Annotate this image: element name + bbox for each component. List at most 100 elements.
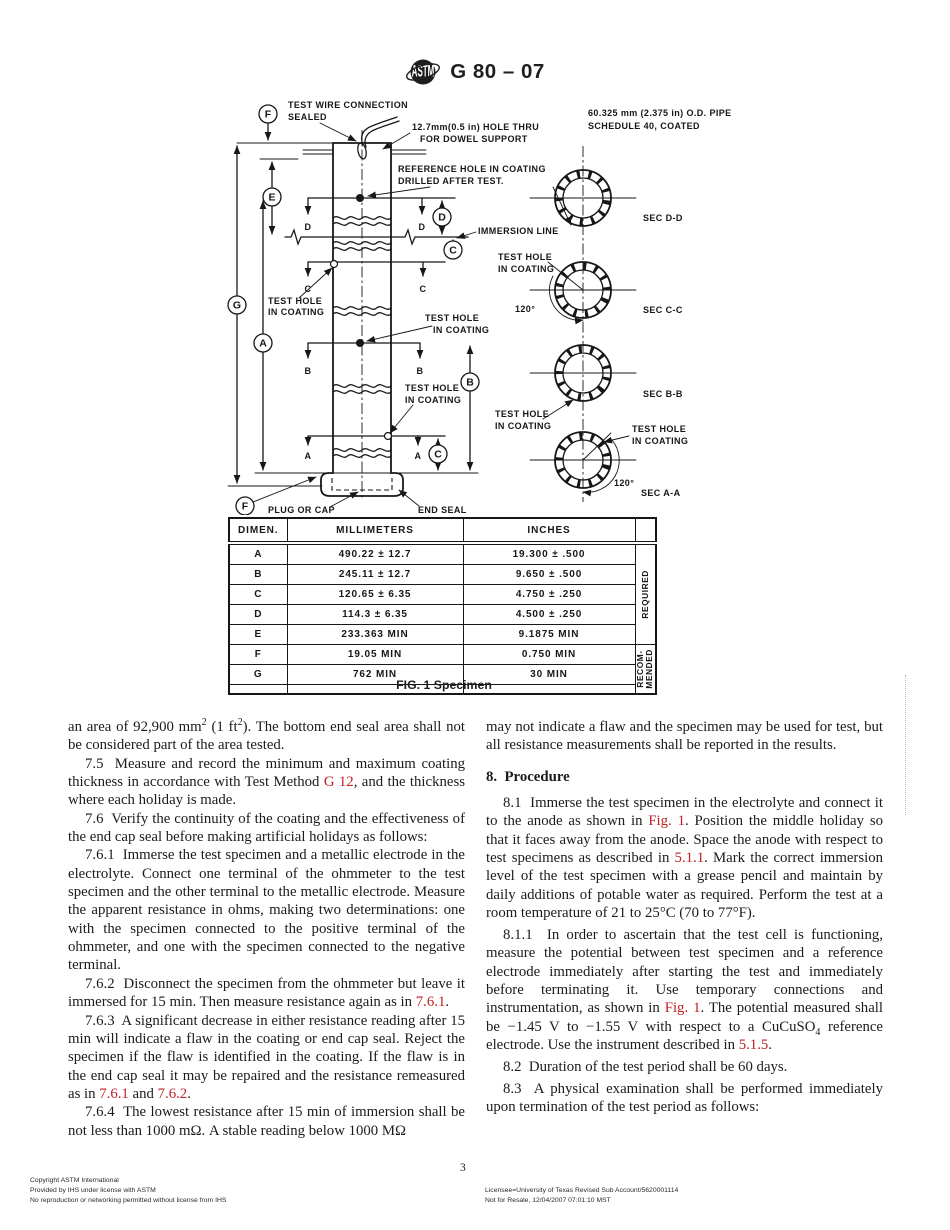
cross-reference-link[interactable]: 7.6.1	[415, 994, 446, 1011]
end-cap	[320, 472, 404, 497]
footer-line: Not for Resale, 12/04/2007 07:01:10 MST	[485, 1197, 611, 1204]
test-hole-middle-dot	[356, 339, 364, 347]
label-test-hole: IN COATING	[268, 307, 324, 317]
cut-letter-b: B	[305, 366, 312, 376]
footer-line: No reproduction or networking permitted …	[30, 1197, 227, 1204]
millimeters-cell: 114.3 ± 6.35	[286, 604, 464, 625]
millimeters-cell: 245.11 ± 12.7	[286, 564, 464, 585]
paragraph: 7.6.3 A significant decrease in either r…	[68, 1012, 465, 1104]
astm-logo-icon: ASTM	[406, 59, 441, 85]
footer-line: Provided by IHS under license with ASTM	[30, 1187, 156, 1194]
cross-reference-link[interactable]: 5.1.5	[738, 1037, 769, 1053]
inches-cell: 4.500 ± .250	[462, 604, 636, 625]
label-test-hole: TEST HOLE	[498, 252, 552, 262]
dim-letter-f: F	[265, 109, 272, 121]
side-label-required: REQUIRED	[634, 542, 657, 645]
text-run: 4	[815, 1026, 821, 1038]
test-wire	[357, 116, 400, 160]
text-run: . Mark the correct immersion level of th…	[486, 850, 883, 922]
label-angle-cc: 120°	[515, 304, 535, 314]
dimension-cell: A	[228, 542, 288, 565]
dimension-cell: D	[228, 604, 288, 625]
inches-cell: 9.650 ± .500	[462, 564, 636, 585]
table-spacer-row	[228, 684, 656, 695]
body-column-right: may not indicate a flaw and the specimen…	[486, 718, 883, 1116]
dimension-cell: F	[228, 644, 288, 665]
text-run: 8.1.1 In order to ascertain that the tes…	[486, 926, 883, 1017]
pipe-outline	[302, 116, 427, 500]
text-run: reference electrode. Use the instrument …	[486, 1018, 883, 1053]
page-number: 3	[460, 1162, 466, 1174]
dimension-cell: E	[228, 624, 288, 645]
inches-cell: 30 MIN	[462, 664, 636, 685]
change-bar	[905, 675, 906, 815]
text-run: , and the thickness where each holiday i…	[68, 774, 465, 809]
text-run: 2	[201, 717, 207, 729]
cut-letter-b: B	[417, 366, 424, 376]
cut-letter-a: A	[415, 451, 422, 461]
paragraph: 7.6.2 Disconnect the specimen from the o…	[68, 975, 465, 1012]
test-hole-upper	[329, 259, 339, 269]
text-run: 7.6.2 Disconnect the specimen from the o…	[68, 975, 465, 1011]
section-views	[529, 146, 637, 502]
cross-reference-link[interactable]: 7.6.2	[157, 1085, 188, 1102]
label-reference-hole: DRILLED AFTER TEST.	[398, 176, 504, 186]
cross-reference-link[interactable]: Fig. 1	[664, 1000, 701, 1017]
cross-reference-link[interactable]: G 12	[323, 774, 354, 791]
inches-cell: 4.750 ± .250	[462, 584, 636, 605]
footer-line: Copyright ASTM International	[30, 1177, 119, 1184]
text-run: and	[128, 1085, 158, 1102]
paragraph: 8.1 Immerse the test specimen in the ele…	[486, 794, 883, 922]
label-sec-bb: SEC B-B	[643, 389, 683, 399]
astm-logo-text: ASTM	[412, 61, 435, 80]
paragraph: may not indicate a flaw and the specimen…	[486, 718, 883, 755]
section-c-c	[529, 261, 637, 319]
dim-letter-a: A	[259, 338, 267, 350]
text-run: 7.6.4 The lowest resistance after 15 min…	[68, 1104, 465, 1139]
text-run: 8.2 Duration of the test period shall be…	[503, 1058, 788, 1075]
label-sec-dd: SEC D-D	[643, 213, 683, 223]
footer-copyright: Copyright ASTM International Provided by…	[30, 1176, 226, 1206]
paragraph: an area of 92,900 mm2 (1 ft2). The botto…	[68, 718, 465, 755]
label-od-pipe: 60.325 mm (2.375 in) O.D. PIPE	[588, 108, 732, 118]
test-hole-lower	[383, 431, 393, 441]
text-run: .	[768, 1037, 772, 1053]
label-immersion-line: IMMERSION LINE	[478, 226, 559, 236]
text-run: 7.6.3 A significant decrease in either r…	[68, 1012, 465, 1102]
cross-reference-link[interactable]: 5.1.1	[674, 850, 705, 867]
cross-reference-link[interactable]: 7.6.1	[99, 1085, 129, 1102]
label-test-hole: TEST HOLE	[268, 296, 322, 306]
label-plug-or-cap: PLUG OR CAP	[268, 505, 335, 515]
label-hole-thru: FOR DOWEL SUPPORT	[420, 134, 528, 144]
cut-letter-d: D	[305, 222, 312, 232]
text-run: an area of 92,900 mm	[68, 719, 202, 735]
cross-reference-link[interactable]: Fig. 1	[648, 813, 685, 830]
dim-letter-b: B	[466, 377, 474, 389]
inches-cell: 0.750 MIN	[462, 644, 636, 665]
cut-letter-a: A	[305, 451, 312, 461]
text-run: 8.3 A physical examination shall be perf…	[486, 1080, 883, 1116]
text-run: may not indicate a flaw and the specimen…	[486, 719, 883, 754]
section-d-d	[529, 169, 637, 227]
millimeters-cell: 19.05 MIN	[286, 644, 464, 665]
label-sec-cc: SEC C-C	[643, 305, 683, 315]
label-hole-thru: 12.7mm(0.5 in) HOLE THRU	[412, 122, 539, 132]
label-test-wire: SEALED	[288, 112, 327, 122]
text-run: (1 ft	[206, 719, 238, 735]
inches-cell: 9.1875 MIN	[462, 624, 636, 645]
col-header-side	[634, 517, 657, 545]
paragraph: 7.6.1 Immerse the test specimen and a me…	[68, 846, 465, 974]
footer-line: Licensee=University of Texas Revised Sub…	[485, 1187, 679, 1194]
text-run: . The potential measured shall be −1.45 …	[486, 1000, 883, 1035]
millimeters-cell: 490.22 ± 12.7	[286, 542, 464, 565]
label-reference-hole: REFERENCE HOLE IN COATING	[398, 164, 546, 174]
text-run: 8. Procedure	[486, 768, 570, 785]
body-column-left: an area of 92,900 mm2 (1 ft2). The botto…	[68, 718, 465, 1140]
cut-plane-letters: D D C C B B A A	[305, 222, 427, 461]
